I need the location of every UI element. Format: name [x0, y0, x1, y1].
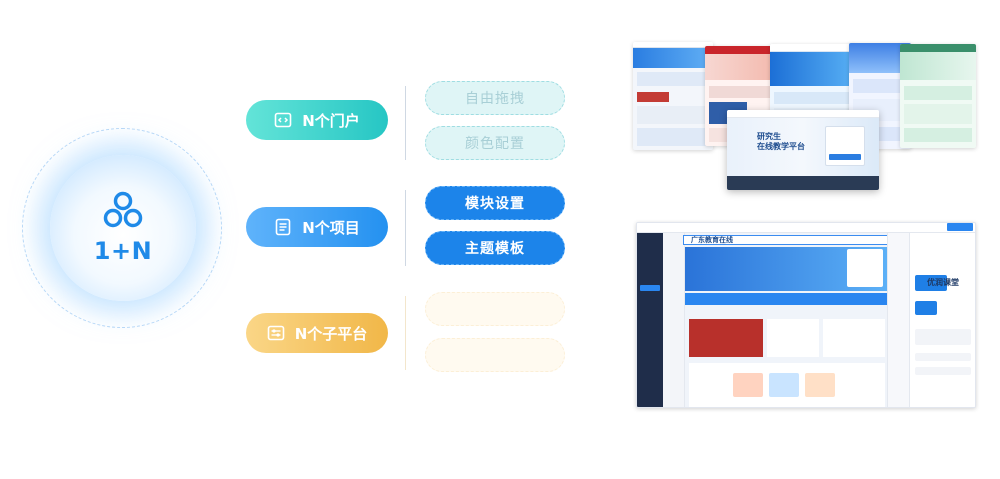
category-portals-label: N个门户	[302, 111, 360, 130]
portal-preview-main: 研究生 在线教学平台	[727, 110, 879, 190]
portal-preview-5	[900, 44, 976, 148]
sliders-icon	[267, 325, 285, 341]
hub-title: 1+N	[93, 237, 153, 265]
list-document-icon	[275, 218, 291, 236]
divider-portal	[405, 86, 406, 160]
option-module-settings[interactable]: 模块设置	[425, 186, 565, 220]
category-projects[interactable]: N个项目	[246, 207, 388, 247]
portal-window-icon	[274, 112, 292, 128]
option-free-drag[interactable]: 自由拖拽	[425, 81, 565, 115]
option-theme-template[interactable]: 主题模板	[425, 231, 565, 265]
category-subplatforms[interactable]: N个子平台	[246, 313, 388, 353]
category-projects-label: N个项目	[302, 218, 360, 237]
admin-editor-preview: 广东教育在线 优润课堂	[636, 222, 976, 408]
portal-main-title-1: 研究生	[757, 132, 781, 141]
option-sub-1[interactable]	[425, 292, 565, 326]
admin-logo-text: 优润课堂	[927, 278, 959, 287]
three-circles-icon	[103, 191, 143, 228]
option-sub-2[interactable]	[425, 338, 565, 372]
option-color-config[interactable]: 颜色配置	[425, 126, 565, 160]
portal-preview-1	[633, 42, 713, 150]
portal-main-title-2: 在线教学平台	[757, 142, 805, 151]
divider-project	[405, 190, 406, 266]
category-portals[interactable]: N个门户	[246, 100, 388, 140]
hub-circle: 1+N	[50, 155, 196, 301]
category-subplatforms-label: N个子平台	[294, 324, 368, 343]
admin-banner-title: 广东教育在线	[691, 236, 733, 244]
divider-sub	[405, 296, 406, 370]
